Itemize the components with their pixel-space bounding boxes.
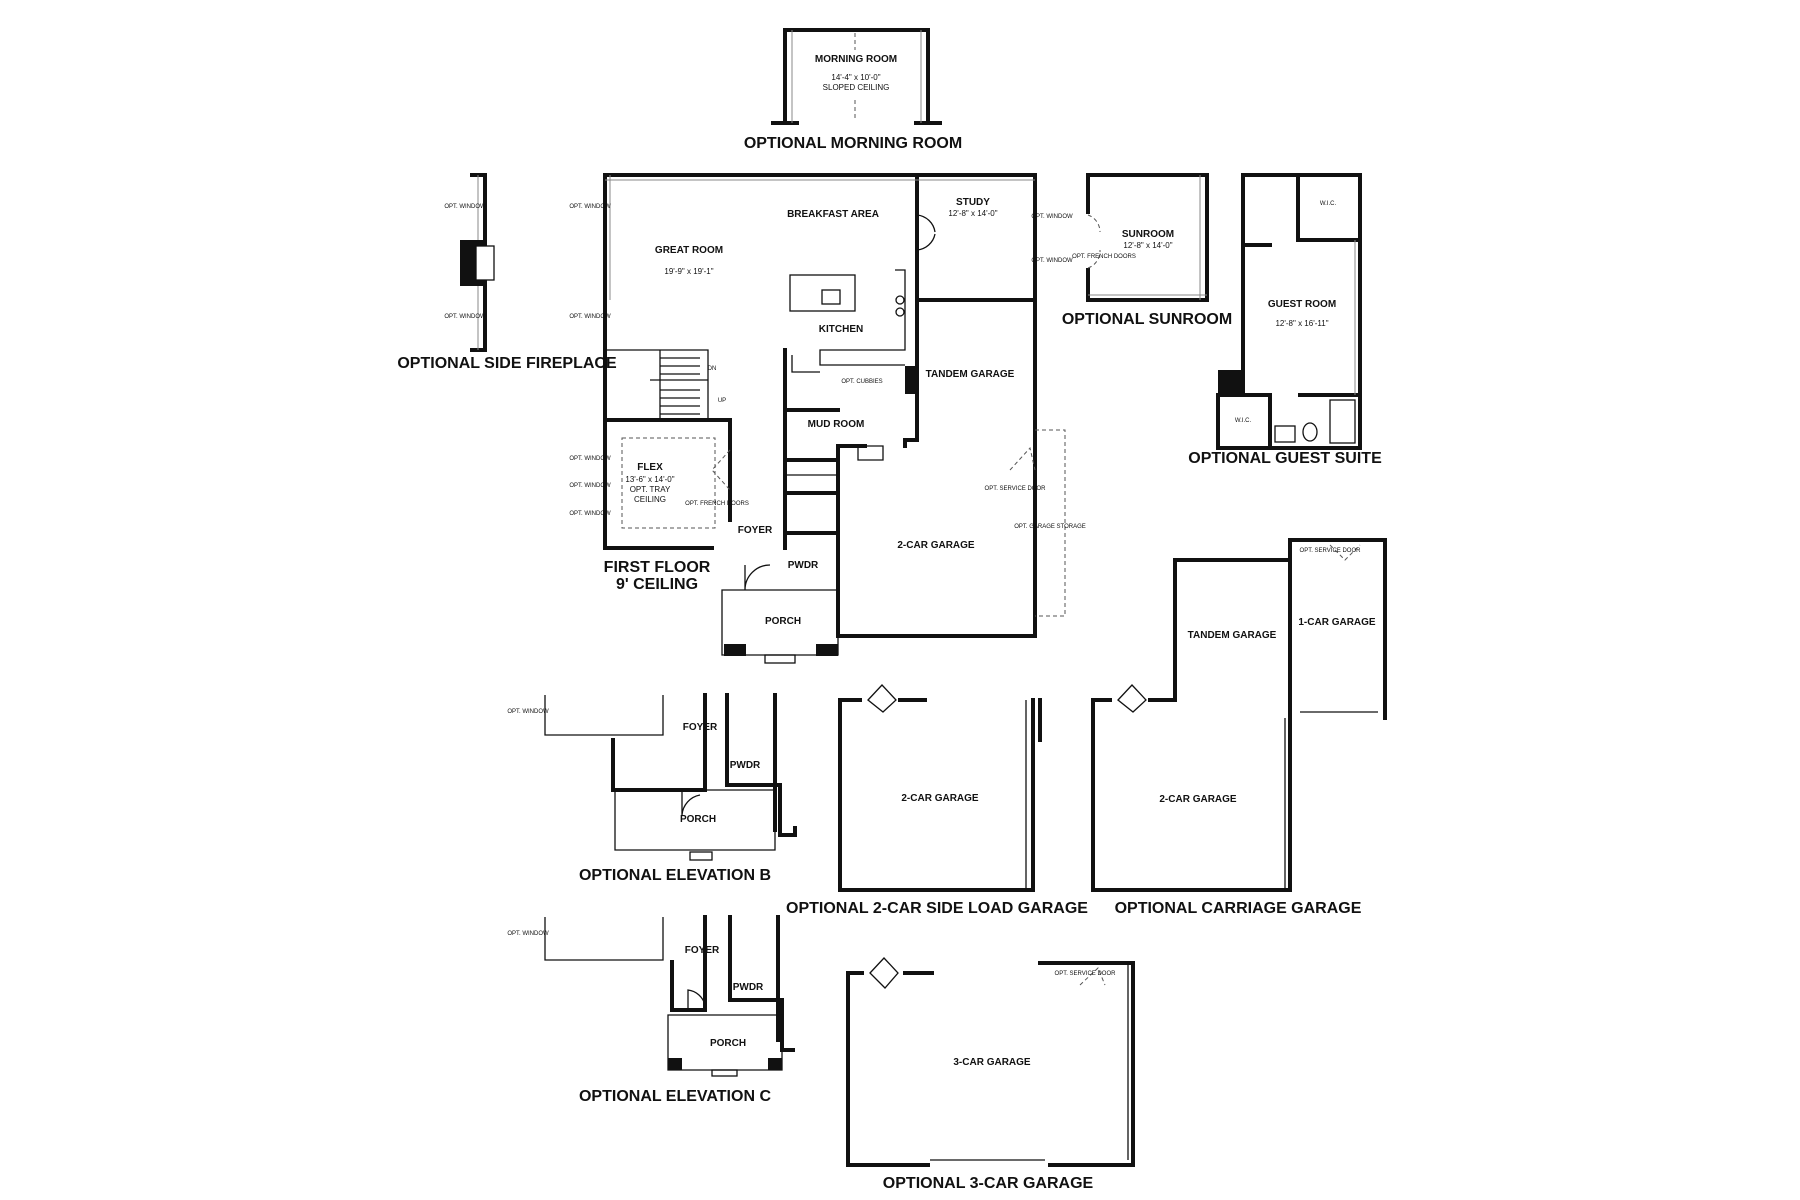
opt-window-flex-2: OPT. WINDOW <box>569 483 611 489</box>
section-title-first-floor: FIRST FLOOR <box>604 559 711 576</box>
elev-b-foyer: FOYER <box>683 722 718 733</box>
section-title-carriage-garage: OPTIONAL CARRIAGE GARAGE <box>1115 900 1362 917</box>
porch-name: PORCH <box>765 616 801 627</box>
side-load-garage-title: OPTIONAL 2-CAR SIDE LOAD GARAGE <box>786 900 1088 917</box>
morning-room-dim: 14'-4" x 10'-0" <box>831 73 880 82</box>
guest-room-name: GUEST ROOM <box>1268 299 1336 310</box>
three-car-opt-service-door: OPT. SERVICE DOOR <box>1055 971 1117 977</box>
elevation-c-plan: FOYER PWDR PORCH OPT. WINDOW <box>507 915 795 1077</box>
sunroom-name: SUNROOM <box>1122 229 1174 240</box>
study-name: STUDY <box>956 197 990 208</box>
three-car-garage-plan: 3-CAR GARAGE OPT. SERVICE DOOR <box>846 957 1135 1167</box>
opt-window-study-2: OPT. WINDOW <box>1031 258 1073 264</box>
fireplace-opt-window-top: OPT. WINDOW <box>444 204 486 210</box>
carriage-1-car-garage: 1-CAR GARAGE <box>1298 617 1376 628</box>
flex-note-1: OPT. TRAY <box>630 485 671 494</box>
opt-window-flex-1: OPT. WINDOW <box>569 456 611 462</box>
elev-c-pwdr: PWDR <box>733 982 764 993</box>
side-fireplace-plan: OPT. WINDOW OPT. WINDOW <box>444 173 495 352</box>
pwdr-name: PWDR <box>788 560 819 571</box>
carriage-opt-service-door: OPT. SERVICE DOOR <box>1300 548 1362 554</box>
morning-room-note: SLOPED CEILING <box>823 83 890 92</box>
foyer-name: FOYER <box>738 525 773 536</box>
opt-window-flex-3: OPT. WINDOW <box>569 511 611 517</box>
mud-room-name: MUD ROOM <box>808 419 865 430</box>
elevation-b-plan: FOYER PWDR PORCH OPT. WINDOW <box>507 693 797 861</box>
elev-c-opt-window: OPT. WINDOW <box>507 931 549 937</box>
section-title-ceiling: 9' CEILING <box>616 576 698 593</box>
sunroom-dim: 12'-8" x 14'-0" <box>1123 241 1172 250</box>
guest-room-dim: 12'-8" x 16'-11" <box>1275 319 1328 328</box>
side-load-garage-plan: 2-CAR GARAGE <box>838 684 1042 892</box>
tandem-garage-name: TANDEM GARAGE <box>926 369 1015 380</box>
first-floor-plan: DN UP <box>603 173 1066 664</box>
opt-garage-storage-label: OPT. GARAGE STORAGE <box>1014 524 1086 530</box>
elev-b-pwdr: PWDR <box>730 760 761 771</box>
carriage-tandem-garage: TANDEM GARAGE <box>1188 630 1277 641</box>
section-title-elevation-c: OPTIONAL ELEVATION C <box>579 1088 771 1105</box>
section-title-sunroom: OPTIONAL SUNROOM <box>1062 311 1232 328</box>
flex-note-2: CEILING <box>634 495 666 504</box>
opt-window-gr-2: OPT. WINDOW <box>569 314 611 320</box>
sunroom-plan: SUNROOM 12'-8" x 14'-0" OPT. FRENCH DOOR… <box>1072 173 1209 302</box>
section-title-elevation-b: OPTIONAL ELEVATION B <box>579 867 771 884</box>
elev-c-foyer: FOYER <box>685 945 720 956</box>
opt-french-doors-flex: OPT. FRENCH DOORS <box>685 501 749 507</box>
sunroom-title: OPTIONAL SUNROOM <box>1062 311 1232 328</box>
flex-name: FLEX <box>637 462 663 473</box>
great-room-name: GREAT ROOM <box>655 245 723 256</box>
carriage-garage-plan: TANDEM GARAGE 2-CAR GARAGE 1-CAR GARAGE … <box>1091 538 1387 892</box>
elev-b-opt-window: OPT. WINDOW <box>507 709 549 715</box>
section-title-guest-suite: OPTIONAL GUEST SUITE <box>1188 450 1382 467</box>
section-title-morning-room: OPTIONAL MORNING ROOM <box>744 135 962 152</box>
opt-window-gr-1: OPT. WINDOW <box>569 204 611 210</box>
section-title-side-fireplace: OPTIONAL SIDE FIREPLACE <box>397 355 617 372</box>
section-title-three-car-garage: OPTIONAL 3-CAR GARAGE <box>883 1175 1094 1192</box>
opt-window-study-1: OPT. WINDOW <box>1031 214 1073 220</box>
flex-dim: 13'-6" x 14'-0" <box>625 475 674 484</box>
two-car-garage-name: 2-CAR GARAGE <box>897 540 975 551</box>
kitchen-name: KITCHEN <box>819 324 863 335</box>
first-floor-title: FIRST FLOOR 9' CEILING <box>604 559 711 593</box>
morning-room-plan: MORNING ROOM 14'-4" x 10'-0" SLOPED CEIL… <box>771 28 942 125</box>
side-load-2-car-garage: 2-CAR GARAGE <box>901 793 979 804</box>
opt-cubbies-label: OPT. CUBBIES <box>841 379 882 385</box>
carriage-2-car-garage: 2-CAR GARAGE <box>1159 794 1237 805</box>
guest-suite-title: OPTIONAL GUEST SUITE <box>1188 450 1382 467</box>
first-floor-labels: GREAT ROOM 19'-9" x 19'-1" BREAKFAST ARE… <box>569 197 1085 627</box>
three-car-garage-name: 3-CAR GARAGE <box>953 1057 1031 1068</box>
elev-b-porch: PORCH <box>680 814 716 825</box>
study-dim: 12'-8" x 14'-0" <box>948 209 997 218</box>
wic-label-top: W.I.C. <box>1320 201 1337 207</box>
elev-c-porch: PORCH <box>710 1038 746 1049</box>
breakfast-area-name: BREAKFAST AREA <box>787 209 879 220</box>
guest-suite-plan: GUEST ROOM 12'-8" x 16'-11" W.I.C. W.I.C… <box>1216 173 1362 450</box>
sunroom-french-doors: OPT. FRENCH DOORS <box>1072 254 1136 260</box>
great-room-dim: 19'-9" x 19'-1" <box>664 267 713 276</box>
stairs-up-label: UP <box>718 398 726 404</box>
section-title-side-load-garage: OPTIONAL 2-CAR SIDE LOAD GARAGE <box>786 900 1088 917</box>
wic-label-bottom: W.I.C. <box>1235 418 1252 424</box>
fireplace-opt-window-bottom: OPT. WINDOW <box>444 314 486 320</box>
morning-room-name: MORNING ROOM <box>815 54 897 65</box>
stairs-dn-label: DN <box>708 366 717 372</box>
opt-service-door-label: OPT. SERVICE DOOR <box>985 486 1047 492</box>
